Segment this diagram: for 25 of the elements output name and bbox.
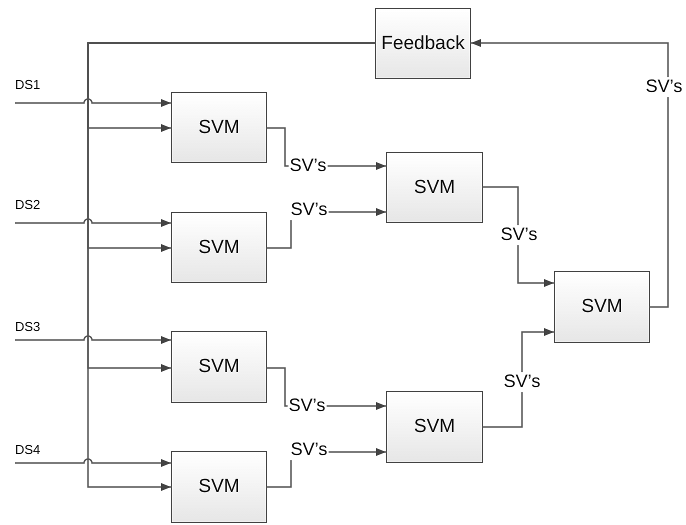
arrow (14, 458, 171, 467)
arrow (14, 335, 171, 344)
edge-label: SV’s (502, 372, 542, 392)
arrow (483, 186, 554, 287)
edge-label: SV’s (500, 225, 538, 245)
process-box: SVM (171, 212, 267, 283)
input-label: DS4 (15, 442, 45, 463)
arrow (471, 39, 669, 308)
process-box: Feedback (375, 8, 471, 79)
process-box: SVM (554, 271, 650, 343)
arrow (483, 328, 554, 428)
process-box: SVM (171, 92, 267, 163)
edge-label: SV’s (290, 200, 328, 220)
arrow (87, 42, 375, 491)
input-label: DS3 (15, 319, 45, 340)
process-box: SVM (386, 152, 483, 223)
arrow (14, 98, 171, 107)
edge-label: SV’s (644, 77, 684, 97)
process-box: SVM (171, 331, 267, 403)
input-label: DS1 (15, 77, 45, 103)
arrow (14, 218, 171, 227)
input-label: DS2 (15, 197, 45, 223)
process-box: SVM (386, 391, 483, 463)
process-box: SVM (171, 451, 267, 523)
edge-label: SV’s (290, 440, 328, 460)
